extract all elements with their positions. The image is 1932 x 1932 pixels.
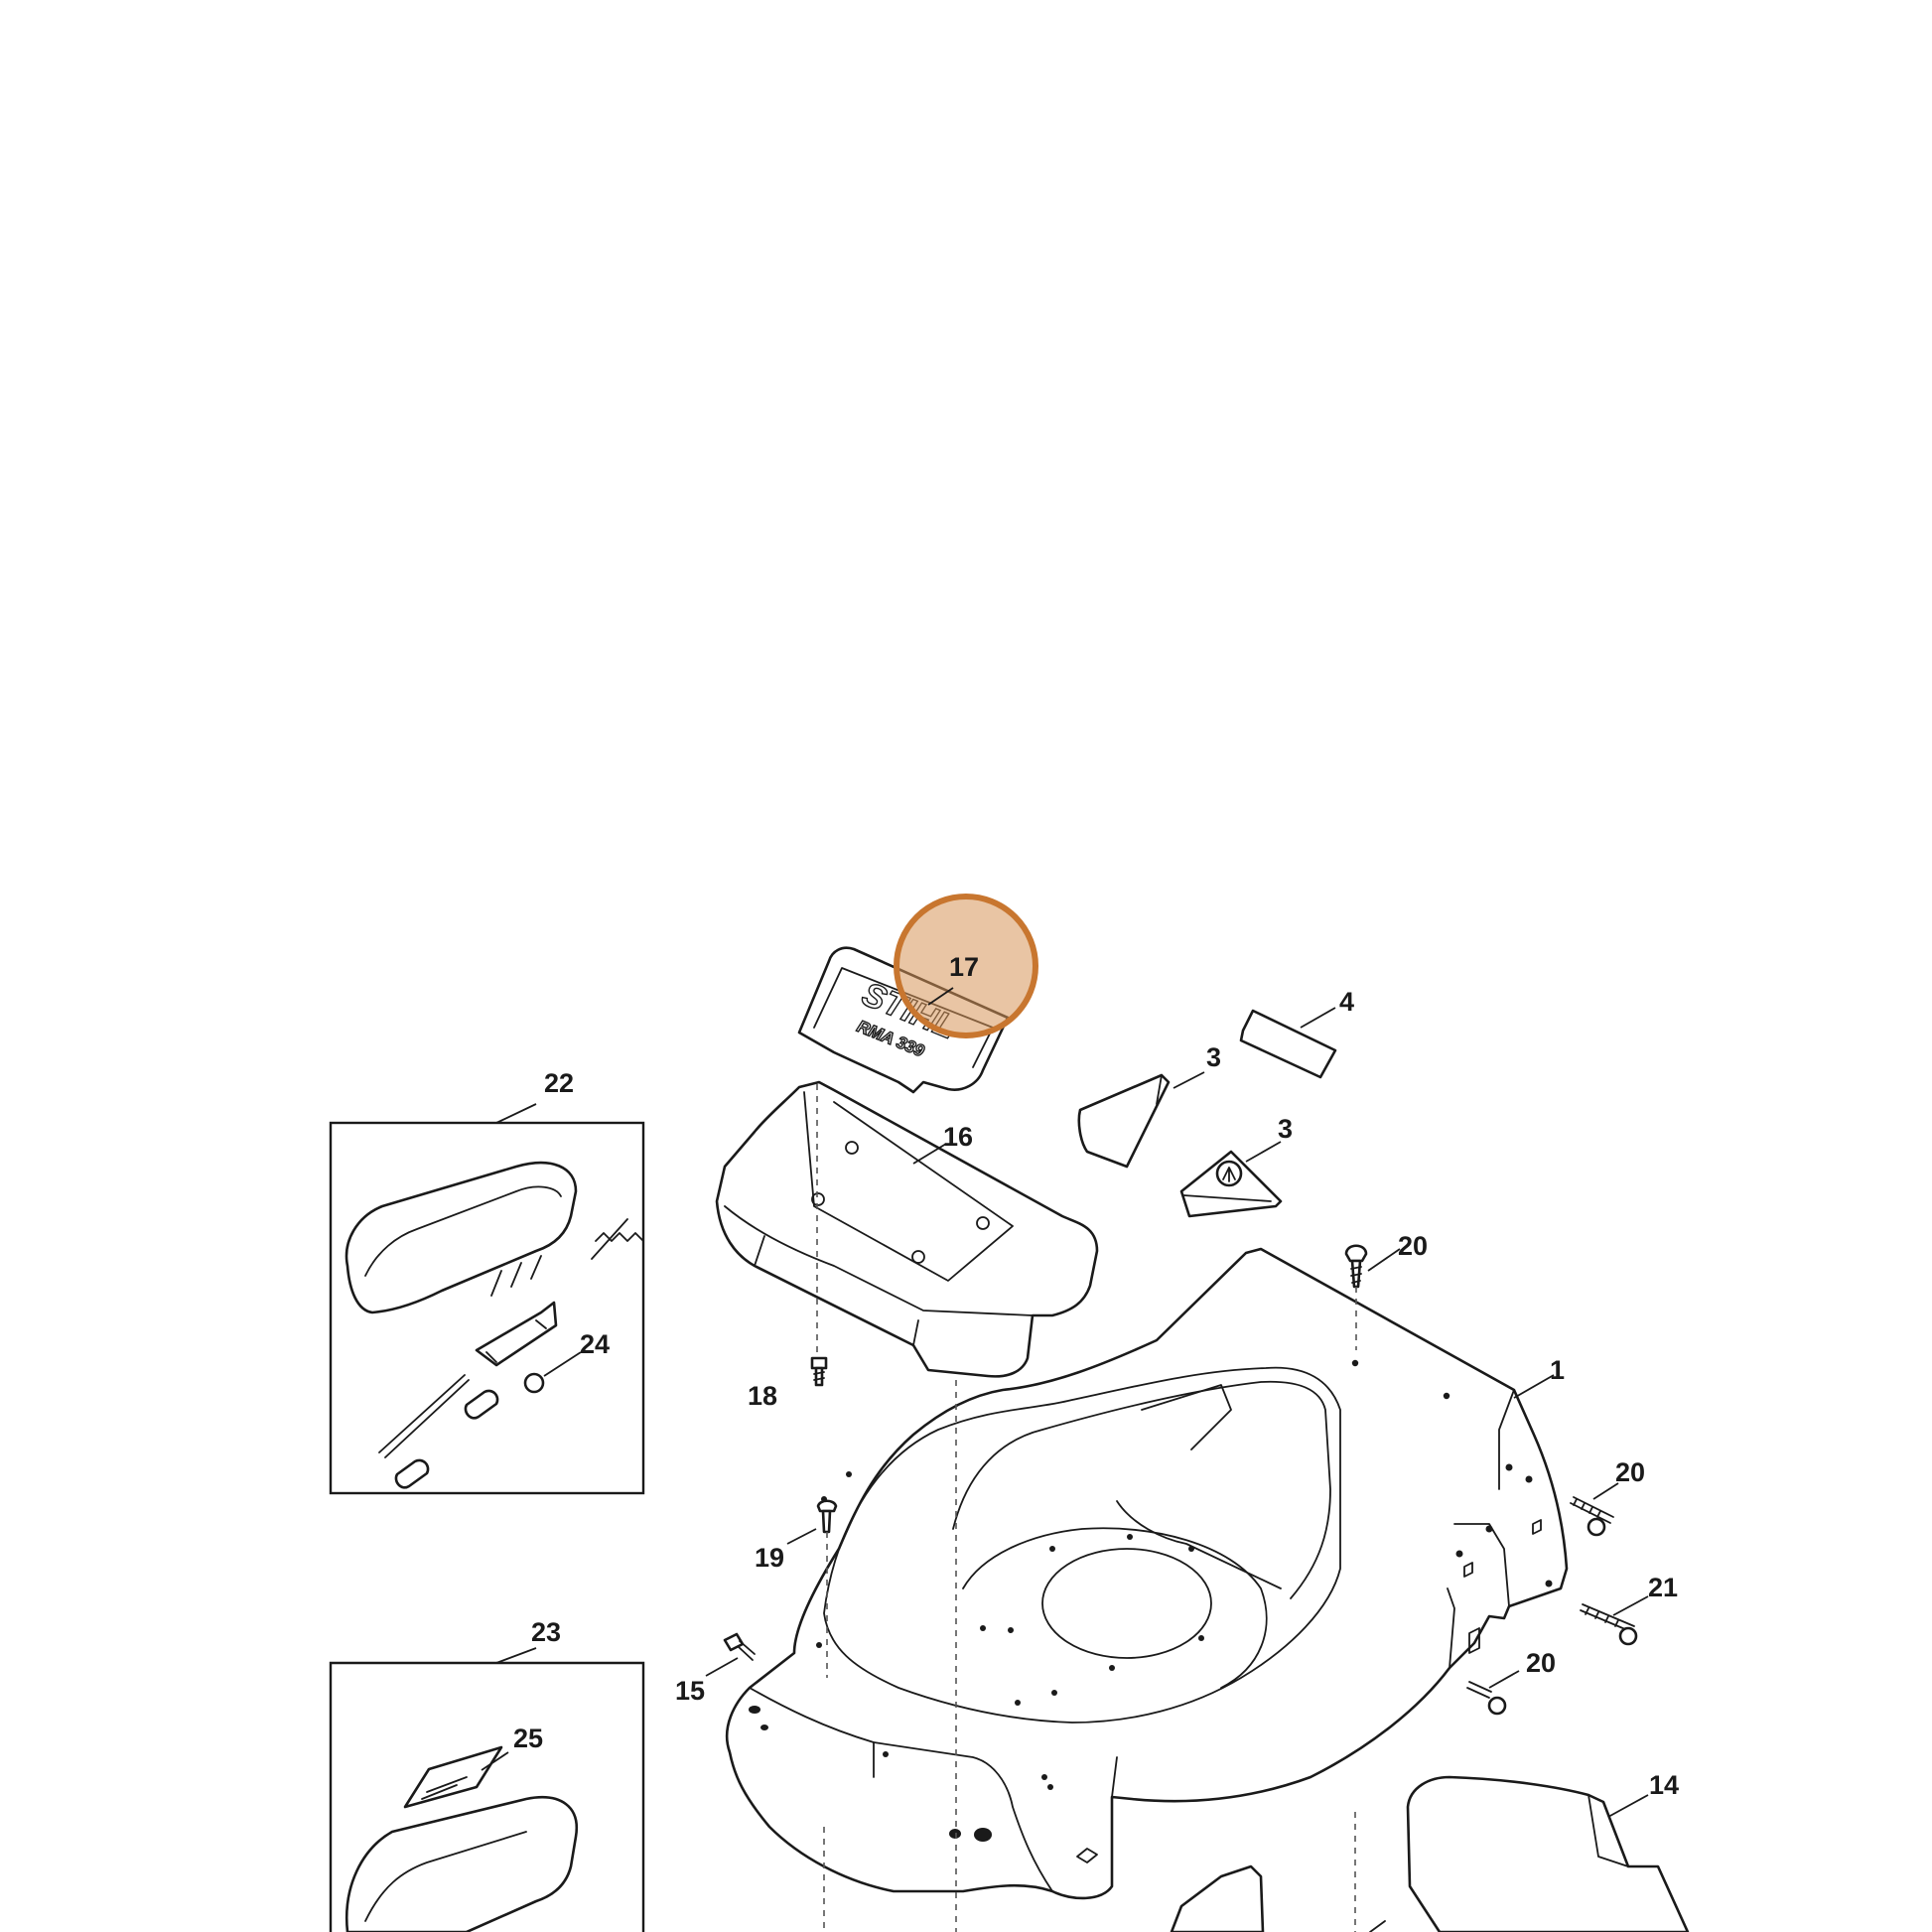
callout-3a[interactable]: 3: [1206, 1042, 1221, 1072]
callout-4[interactable]: 4: [1339, 987, 1354, 1017]
callout-20-top[interactable]: 20: [1398, 1231, 1428, 1261]
part-14: [1406, 1775, 1690, 1932]
cover-16: [715, 1080, 1099, 1378]
callout-21[interactable]: 21: [1648, 1573, 1678, 1602]
assembly-lines: [816, 1084, 1357, 1932]
screw-21: [1580, 1595, 1649, 1646]
callout-20-mid[interactable]: 20: [1615, 1457, 1645, 1487]
screw-19: [786, 1499, 838, 1545]
callout-16[interactable]: 16: [943, 1122, 973, 1152]
callout-15[interactable]: 15: [675, 1676, 705, 1706]
callout-1[interactable]: 1: [1550, 1355, 1565, 1385]
part-3a: [1077, 1071, 1205, 1169]
rear-part: [1170, 1864, 1386, 1932]
callout-22[interactable]: 22: [544, 1068, 574, 1098]
screw-20-top: [1344, 1244, 1401, 1289]
screw-20-low: [1466, 1670, 1520, 1716]
housing-1: [725, 1247, 1569, 1900]
callout-18[interactable]: 18: [748, 1381, 777, 1411]
callout-19[interactable]: 19: [755, 1543, 784, 1573]
highlight-callout-17[interactable]: [894, 894, 1038, 1038]
screw-20-mid: [1570, 1482, 1619, 1537]
callout-labels: 1 3 3 4 14 15 16 17 18 19 20 20 20 21 22…: [513, 952, 1679, 1800]
screw-15: [705, 1632, 756, 1677]
callout-20-low[interactable]: 20: [1526, 1648, 1556, 1678]
part-4: [1239, 1007, 1337, 1079]
callout-25[interactable]: 25: [513, 1724, 543, 1753]
callout-14[interactable]: 14: [1649, 1770, 1679, 1800]
callout-23[interactable]: 23: [531, 1617, 561, 1647]
callout-17[interactable]: 17: [949, 952, 979, 982]
inset-box-22: [329, 1103, 645, 1495]
callout-3b[interactable]: 3: [1278, 1114, 1293, 1144]
inset-box-23: [329, 1647, 645, 1932]
screw-18: [810, 1356, 828, 1387]
part-3b: [1179, 1141, 1283, 1218]
logo-plate-17: STIHL RMA 339: [797, 946, 1010, 1094]
callout-24[interactable]: 24: [580, 1329, 610, 1359]
